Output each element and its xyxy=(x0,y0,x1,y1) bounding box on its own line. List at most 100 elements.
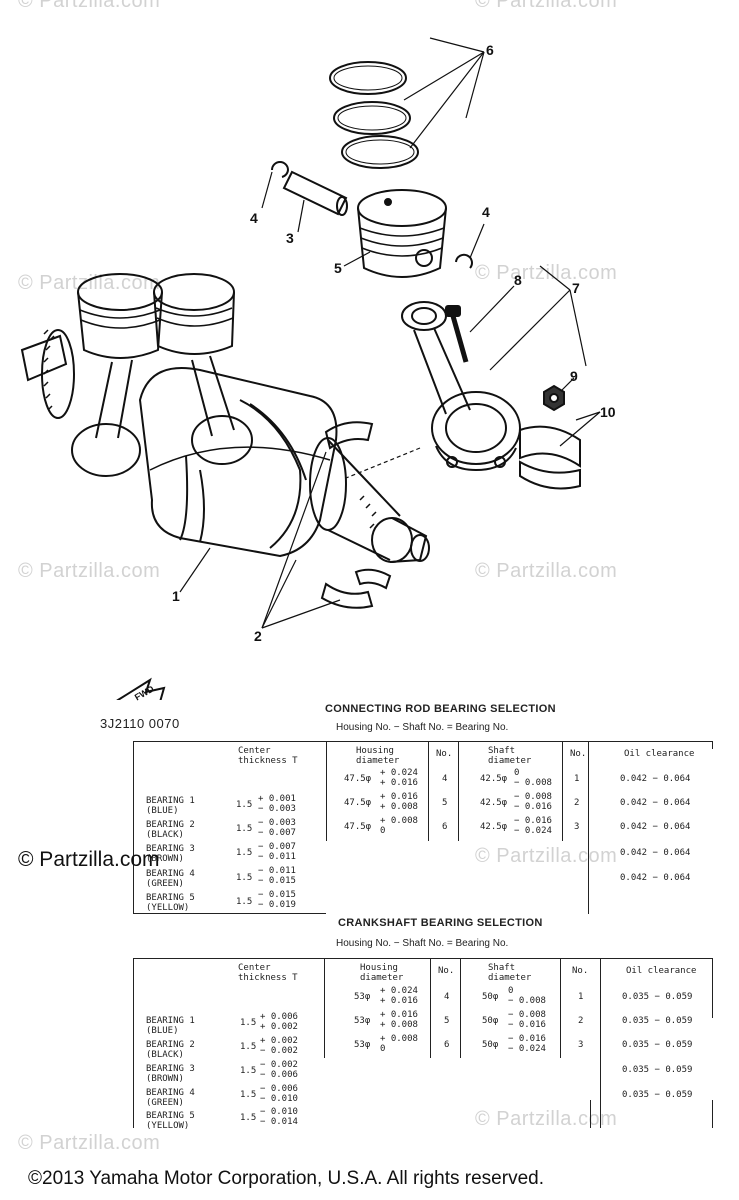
rod-header-housing: Housing diameter xyxy=(356,746,400,766)
crankshaft-assembly xyxy=(20,273,430,563)
crank-housing-no-2: 5 xyxy=(444,1016,450,1026)
rod-bearing-5-t: 1.5 xyxy=(236,897,253,907)
crank-shaft-no-1: 1 xyxy=(578,992,584,1002)
rod-bearing-1-t: 1.5 xyxy=(236,800,253,810)
rod-shaft-no-2: 2 xyxy=(574,798,580,808)
rod-header-shaft: Shaft diameter xyxy=(488,746,532,766)
rod-bearing xyxy=(519,425,581,490)
parts-diagram xyxy=(20,37,601,700)
crank-housing-no-1: 4 xyxy=(444,992,450,1002)
crank-bearing-4-tol: − 0.006 − 0.010 xyxy=(260,1084,298,1104)
rod-shaft-dia-2: 42.5φ xyxy=(480,798,508,808)
rod-bearing-5-tol: − 0.015 − 0.019 xyxy=(258,890,296,910)
rod-housing-dia-1: 47.5φ xyxy=(344,774,372,784)
crank-shaft-dia-1: 50φ xyxy=(482,992,499,1002)
crank-bearing-3-name: BEARING 3 (BROWN) xyxy=(146,1064,195,1084)
crank-oil-1: 0.035 − 0.059 xyxy=(622,992,693,1002)
rod-header-no2: No. xyxy=(570,749,587,759)
crank-housing-tol-1: + 0.024 + 0.016 xyxy=(380,986,418,1006)
rod-bearing-2-tol: − 0.003 − 0.007 xyxy=(258,818,296,838)
rod-bearing-4-name: BEARING 4 (GREEN) xyxy=(146,869,195,889)
rod-bolt xyxy=(445,305,469,363)
crank-housing-tol-2: + 0.016 + 0.008 xyxy=(380,1010,418,1030)
main-bearings xyxy=(320,421,392,609)
crank-header-oil: Oil clearance xyxy=(626,966,697,976)
watermark: © Partzilla.com xyxy=(18,560,161,582)
crank-housing-no-3: 6 xyxy=(444,1040,450,1050)
crank-bearing-4-name: BEARING 4 (GREEN) xyxy=(146,1088,195,1108)
watermark: © Partzilla.com xyxy=(475,0,618,12)
rod-bearing-1-tol: + 0.001 − 0.003 xyxy=(258,794,296,814)
circlip-right xyxy=(455,253,473,269)
rod-housing-tol-3: + 0.008 0 xyxy=(380,816,418,836)
watermark: © Partzilla.com xyxy=(475,560,618,582)
callout-8: 8 xyxy=(514,272,522,288)
crank-header-no2: No. xyxy=(572,966,589,976)
rod-table-title: CONNECTING ROD BEARING SELECTION xyxy=(325,703,556,715)
callout-9: 9 xyxy=(570,368,578,384)
crank-shaft-dia-3: 50φ xyxy=(482,1040,499,1050)
crank-oil-2: 0.035 − 0.059 xyxy=(622,1016,693,1026)
watermark: © Partzilla.com xyxy=(18,1132,161,1154)
fwd-arrow xyxy=(116,677,166,700)
callout-10: 10 xyxy=(600,404,616,420)
crank-bearing-3-tol: − 0.002 − 0.006 xyxy=(260,1060,298,1080)
rod-header-no1: No. xyxy=(436,749,453,759)
crank-header-housing: Housing diameter xyxy=(360,963,404,983)
crank-bearing-1-tol: + 0.006 + 0.002 xyxy=(260,1012,298,1032)
crank-housing-tol-3: + 0.008 0 xyxy=(380,1034,418,1054)
rod-table-subtitle: Housing No. − Shaft No. = Bearing No. xyxy=(336,722,509,733)
crank-table-subtitle: Housing No. − Shaft No. = Bearing No. xyxy=(336,938,509,949)
rod-oil-5: 0.042 − 0.064 xyxy=(620,873,691,883)
piston-pin xyxy=(282,170,348,216)
rod-oil-1: 0.042 − 0.064 xyxy=(620,774,691,784)
callout-7: 7 xyxy=(572,280,580,296)
rod-oil-4: 0.042 − 0.064 xyxy=(620,848,691,858)
piston-ring-set xyxy=(329,61,419,169)
rod-shaft-no-1: 1 xyxy=(574,774,580,784)
rod-housing-tol-2: + 0.016 + 0.008 xyxy=(380,792,418,812)
rod-bearing-2-t: 1.5 xyxy=(236,824,253,834)
rod-header-oil: Oil clearance xyxy=(624,749,695,759)
rod-shaft-dia-3: 42.5φ xyxy=(480,822,508,832)
crank-header-no1: No. xyxy=(438,966,455,976)
watermark: © Partzilla.com xyxy=(475,1108,618,1130)
crank-oil-3: 0.035 − 0.059 xyxy=(622,1040,693,1050)
crank-bearing-5-tol: − 0.010 − 0.014 xyxy=(260,1107,298,1127)
crank-housing-dia-3: 53φ xyxy=(354,1040,371,1050)
rod-shaft-no-3: 3 xyxy=(574,822,580,832)
rod-oil-3: 0.042 − 0.064 xyxy=(620,822,691,832)
crank-bearing-2-tol: + 0.002 − 0.002 xyxy=(260,1036,298,1056)
crank-shaft-dia-2: 50φ xyxy=(482,1016,499,1026)
rod-bearing-5-name: BEARING 5 (YELLOW) xyxy=(146,893,195,913)
crank-bearing-3-t: 1.5 xyxy=(240,1066,257,1076)
callout-2: 2 xyxy=(254,628,262,644)
leader-lines xyxy=(179,37,601,629)
crank-shaft-tol-2: − 0.008 − 0.016 xyxy=(508,1010,546,1030)
crank-table-title: CRANKSHAFT BEARING SELECTION xyxy=(338,917,543,929)
rod-bearing-3-tol: − 0.007 − 0.011 xyxy=(258,842,296,862)
crank-shaft-no-3: 3 xyxy=(578,1040,584,1050)
rod-housing-no-2: 5 xyxy=(442,798,448,808)
rod-housing-tol-1: + 0.024 + 0.016 xyxy=(380,768,418,788)
crank-oil-4: 0.035 − 0.059 xyxy=(622,1065,693,1075)
rod-shaft-tol-2: − 0.008 − 0.016 xyxy=(514,792,552,812)
watermark: © Partzilla.com xyxy=(18,0,161,12)
crank-bearing-1-name: BEARING 1 (BLUE) xyxy=(146,1016,195,1036)
crank-housing-dia-2: 53φ xyxy=(354,1016,371,1026)
crank-housing-dia-1: 53φ xyxy=(354,992,371,1002)
circlip-left xyxy=(271,161,290,178)
crank-shaft-tol-3: − 0.016 − 0.024 xyxy=(508,1034,546,1054)
callout-6: 6 xyxy=(486,42,494,58)
rod-shaft-tol-3: − 0.016 − 0.024 xyxy=(514,816,552,836)
crank-header-center: Center thickness T xyxy=(238,963,298,983)
rod-bearing-2-name: BEARING 2 (BLACK) xyxy=(146,820,195,840)
rod-housing-no-3: 6 xyxy=(442,822,448,832)
crank-oil-5: 0.035 − 0.059 xyxy=(622,1090,693,1100)
watermark: © Partzilla.com xyxy=(18,272,161,294)
crank-header-shaft: Shaft diameter xyxy=(488,963,532,983)
partzilla-label: © Partzilla.com xyxy=(18,848,160,871)
crank-bearing-5-t: 1.5 xyxy=(240,1113,257,1123)
rod-housing-no-1: 4 xyxy=(442,774,448,784)
crank-shaft-no-2: 2 xyxy=(578,1016,584,1026)
